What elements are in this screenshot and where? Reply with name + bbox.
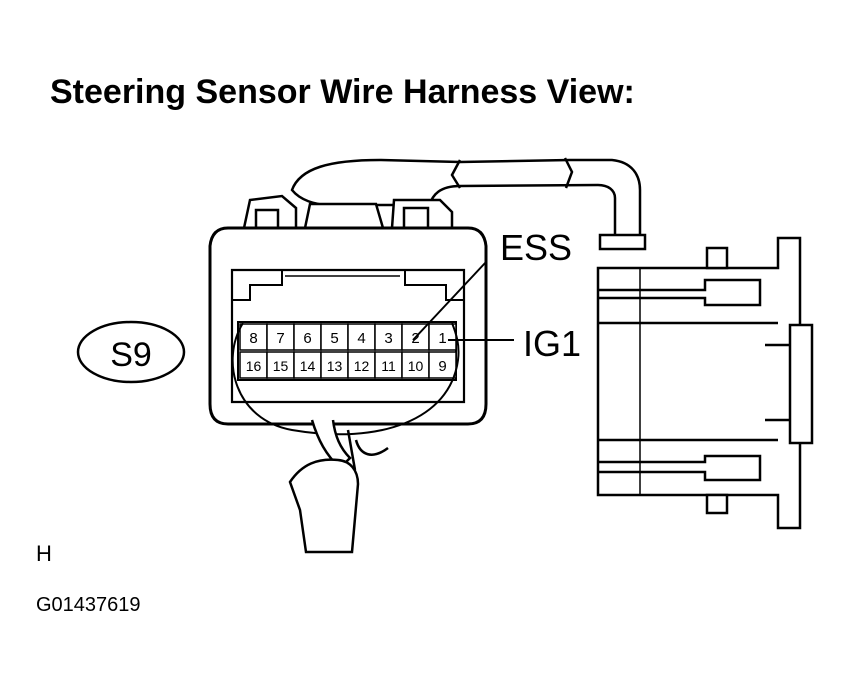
pin-cell-3	[374, 323, 403, 351]
connector-id-label: S9	[110, 336, 152, 374]
pin-cell-5	[320, 323, 349, 351]
pin-cell-12	[347, 351, 376, 379]
diagram-title: Steering Sensor Wire Harness View:	[50, 73, 635, 111]
pin-cell-9	[428, 351, 457, 379]
pin-label-13: 13	[327, 358, 343, 374]
footer-mark: H	[36, 541, 52, 566]
pin-cell-8	[239, 323, 268, 351]
pin-cell-4	[347, 323, 376, 351]
pin-label-12: 12	[354, 358, 370, 374]
pin-label-8: 8	[249, 330, 257, 347]
pin-row-bottom: 16 15 14 13 12 11 10 9	[239, 351, 457, 379]
pin-label-9: 9	[438, 358, 446, 375]
pin-label-14: 14	[300, 358, 316, 374]
pin-label-5: 5	[330, 330, 338, 347]
connector-id-oval	[76, 320, 186, 384]
pin-label-10: 10	[408, 358, 424, 374]
pin-label-4: 4	[357, 330, 365, 347]
pin-cell-14	[293, 351, 322, 379]
callout-ig1: IG1	[523, 323, 581, 364]
pin-cell-7	[266, 323, 295, 351]
pin-label-7: 7	[276, 330, 284, 347]
pin-label-6: 6	[303, 330, 311, 347]
callout-ess: ESS	[500, 227, 572, 268]
pin-label-15: 15	[273, 358, 289, 374]
figure-code: G01437619	[36, 594, 141, 616]
pin-label-16: 16	[246, 358, 262, 374]
pin-label-3: 3	[384, 330, 392, 347]
pin-label-11: 11	[381, 358, 396, 374]
lower-wires	[288, 419, 389, 554]
side-connector	[596, 236, 814, 530]
pin-label-1: 1	[438, 330, 446, 347]
ess-leader-line	[412, 261, 487, 341]
